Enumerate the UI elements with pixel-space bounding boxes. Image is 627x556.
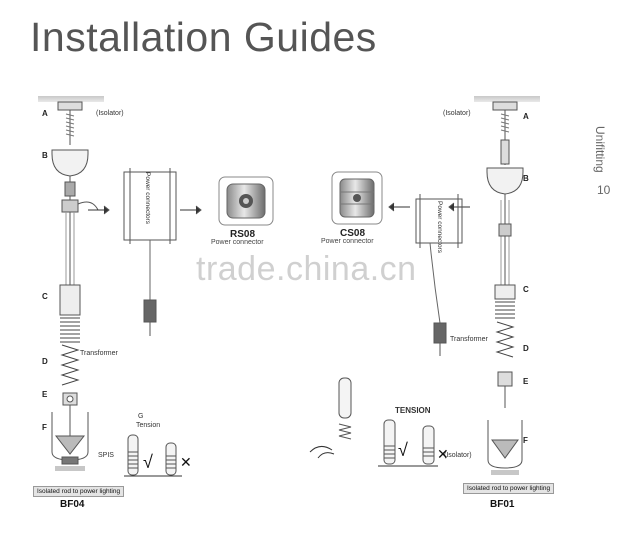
rs08-name: RS08 — [230, 229, 256, 240]
left-tension-letter: G — [138, 413, 144, 420]
left-letter-a: A — [42, 109, 48, 118]
right-tension-title: TENSION — [395, 406, 431, 415]
right-canopy — [486, 167, 524, 195]
cross-mark: ✕ — [180, 454, 192, 470]
left-spring-label: SPIS — [98, 452, 114, 459]
rs08-connector-image — [218, 176, 274, 226]
left-isolator — [57, 101, 83, 111]
right-isolator — [492, 101, 518, 111]
page-number: 10 — [597, 183, 611, 197]
right-letter-e: E — [523, 377, 529, 386]
left-canopy — [51, 149, 89, 177]
right-isolator-label: (Isolator) — [443, 110, 471, 117]
cs08-name: CS08 — [340, 228, 366, 239]
cs08-sub: Power connector — [321, 238, 374, 245]
right-letter-b: B — [523, 174, 529, 183]
side-section-label: Unifitting — [593, 126, 607, 173]
right-isolator-label-f: (Isolator) — [444, 452, 472, 459]
right-ceiling — [474, 96, 540, 102]
left-letter-c: C — [42, 292, 48, 301]
right-model-code: BF01 — [490, 499, 515, 510]
page-title: Installation Guides — [30, 14, 377, 60]
left-ceiling — [38, 96, 104, 102]
left-letter-f: F — [42, 423, 47, 432]
left-letter-b: B — [42, 151, 48, 160]
right-cross-mark: ✕ — [437, 446, 449, 462]
left-model-code: BF04 — [60, 499, 85, 510]
left-isolator-label: (Isolator) — [96, 110, 124, 117]
left-transformer-label: Transformer — [80, 350, 118, 357]
cs08-connector-image — [331, 171, 383, 225]
left-power-connectors-label: Power connectors — [144, 172, 151, 225]
right-letter-f: F — [523, 436, 528, 445]
right-letter-c: C — [523, 285, 529, 294]
right-transformer-label: Transformer — [450, 336, 488, 343]
left-letter-e: E — [42, 390, 48, 399]
left-tension-label: Tension — [136, 422, 161, 429]
left-letter-d: D — [42, 357, 48, 366]
right-letter-d: D — [523, 344, 529, 353]
right-caption: Isolated rod to power lighting — [463, 483, 555, 494]
right-power-connectors-label: Power connectors — [436, 201, 443, 254]
right-check-mark: √ — [398, 440, 408, 460]
watermark: trade.china.cn — [196, 250, 417, 288]
right-assembly — [309, 96, 540, 475]
rs08-sub: Power connector — [211, 239, 264, 246]
left-assembly — [38, 96, 202, 477]
check-mark: √ — [143, 452, 153, 472]
left-caption: Isolated rod to power lighting — [33, 486, 125, 497]
right-letter-a: A — [523, 112, 529, 121]
